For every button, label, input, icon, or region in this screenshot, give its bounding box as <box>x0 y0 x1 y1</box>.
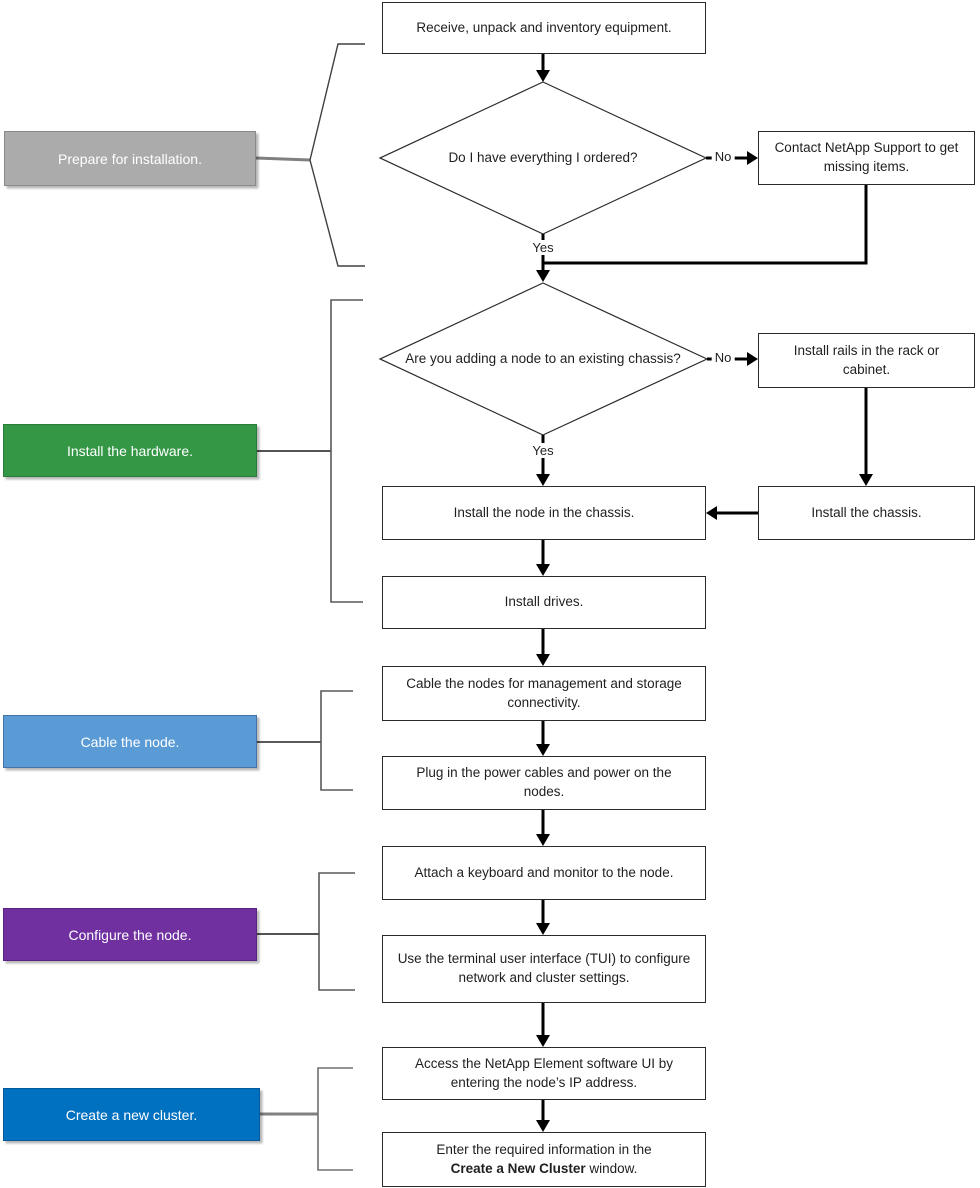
decision2-text: Are you adding a node to an existing cha… <box>405 350 681 366</box>
phase-create-a-new-cluster: Create a new cluster. <box>3 1088 260 1141</box>
step-attach-keyboard: Attach a keyboard and monitor to the nod… <box>382 846 706 900</box>
arrowhead <box>747 151 758 165</box>
arrowhead <box>536 1120 550 1132</box>
branch-yes2: Yes <box>529 443 557 458</box>
bracket-cable <box>320 690 353 791</box>
arrowhead <box>747 352 758 366</box>
step-cable-nodes: Cable the nodes for management and stora… <box>382 666 706 721</box>
phase-configure-the-node: Configure the node. <box>3 908 257 961</box>
step-enter-bold-text: Create a New Cluster <box>450 1160 586 1176</box>
step-install-chassis: Install the chassis. <box>758 486 975 540</box>
arrowhead <box>706 506 717 520</box>
arrowhead <box>536 474 550 486</box>
arrowhead <box>536 654 550 666</box>
decision1-text: Do I have everything I ordered? <box>448 149 638 165</box>
bracket-prepare <box>309 43 365 267</box>
step-access-element-ui: Access the NetApp Element software UI by… <box>382 1047 706 1100</box>
arrowhead <box>536 270 550 282</box>
step-enter-rest-text: window. <box>585 1160 638 1176</box>
branch-no1: No <box>711 149 735 164</box>
step-install-drives: Install drives. <box>382 576 706 629</box>
step-receive-equipment: Receive, unpack and inventory equipment. <box>382 2 706 54</box>
bracket-configure <box>318 872 355 991</box>
phase-prepare-for-installation: Prepare for installation. <box>4 131 256 186</box>
arrowhead <box>536 834 550 846</box>
arrowhead <box>536 564 550 576</box>
branch-no2: No <box>711 350 735 365</box>
step-enter-line1: Enter the required information in the <box>436 1141 651 1160</box>
arrowhead <box>536 70 550 82</box>
line-contact-return <box>543 185 868 265</box>
step-contact-support: Contact NetApp Support to get missing it… <box>758 131 975 185</box>
step-install-rails: Install rails in the rack or cabinet. <box>758 333 975 388</box>
decision-diamonds <box>378 81 709 436</box>
arrowhead <box>859 474 873 486</box>
step-enter-line1-text: Enter the required information in the <box>436 1141 652 1157</box>
phase-brackets <box>255 43 365 1171</box>
step-enter-cluster-info: Enter the required information in the Cr… <box>382 1132 706 1187</box>
bracket-connector-prepare <box>255 156 311 162</box>
phase-install-the-hardware: Install the hardware. <box>3 424 257 477</box>
step-use-tui: Use the terminal user interface (TUI) to… <box>382 935 706 1003</box>
arrowhead <box>536 744 550 756</box>
arrowhead <box>536 1035 550 1047</box>
step-enter-line2: Create a New Cluster window. <box>451 1160 638 1179</box>
step-install-node: Install the node in the chassis. <box>382 486 706 540</box>
branch-yes1: Yes <box>529 240 557 255</box>
bracket-cluster <box>317 1067 353 1171</box>
step-plug-power: Plug in the power cables and power on th… <box>382 756 706 810</box>
phase-cable-the-node: Cable the node. <box>3 715 257 768</box>
arrowhead <box>536 923 550 935</box>
bracket-hardware <box>330 299 363 603</box>
